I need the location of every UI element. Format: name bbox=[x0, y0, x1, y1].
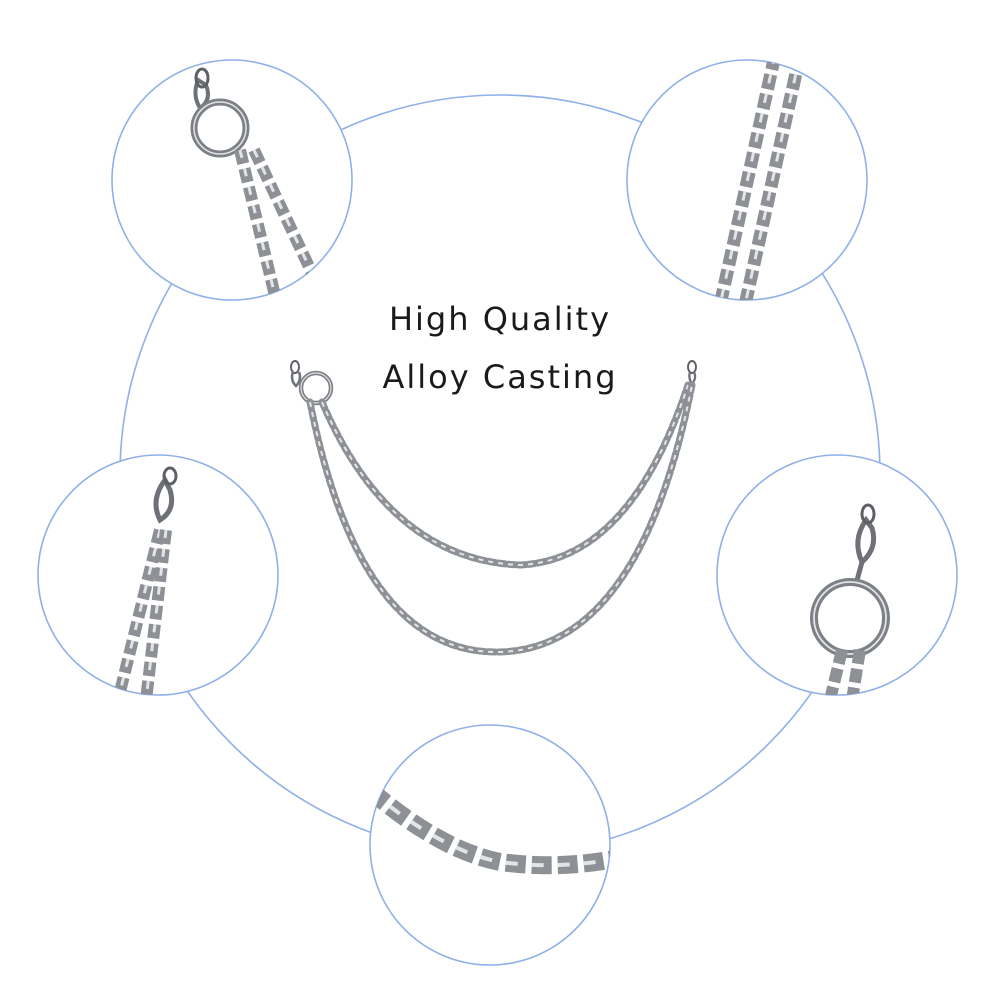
detail-view-clasp-ring bbox=[716, 454, 958, 696]
lower-chain-strand bbox=[306, 381, 696, 656]
headline-line-2: Alloy Casting bbox=[382, 358, 618, 396]
detail-view-clasp-chain bbox=[37, 454, 279, 696]
main-product-chain bbox=[290, 360, 697, 656]
left-clasp-icon bbox=[290, 360, 302, 388]
upper-chain-strand bbox=[318, 381, 692, 569]
headline-line-1: High Quality bbox=[388, 300, 612, 338]
detail-view-chain-links bbox=[369, 724, 611, 966]
detail-view-double-chain bbox=[626, 59, 868, 301]
detail-view-ring-clasp bbox=[111, 59, 353, 301]
